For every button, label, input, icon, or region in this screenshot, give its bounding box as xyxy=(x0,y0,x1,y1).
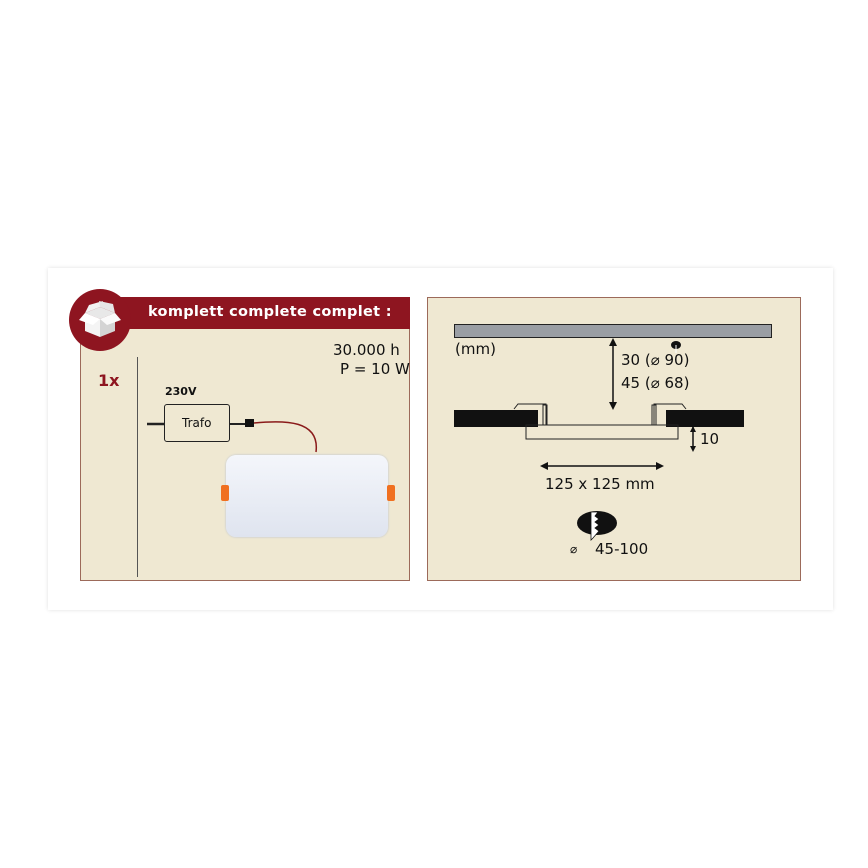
depth-line-1: 30 (⌀ 90) xyxy=(621,351,690,369)
square-led-panel-image xyxy=(226,455,388,537)
banner-text: komplett complete complet : xyxy=(148,304,392,320)
power-label: P = 10 W xyxy=(340,360,410,378)
cutout-range: 45-100 xyxy=(595,540,649,558)
size-label: 125 x 125 mm xyxy=(545,475,655,493)
voltage-label: 230V xyxy=(165,385,197,398)
divider-line xyxy=(137,357,138,577)
ceiling-bar-icon xyxy=(454,324,772,338)
spring-clip-left xyxy=(221,485,229,501)
contents-banner xyxy=(80,297,410,329)
quantity-label: 1x xyxy=(98,371,120,390)
box-badge xyxy=(69,289,131,351)
spring-clip-right xyxy=(387,485,395,501)
transformer-box xyxy=(164,404,230,442)
lifetime-label: 30.000 h xyxy=(333,341,400,359)
saw-cutout-icon xyxy=(577,511,617,541)
transformer-label: Trafo xyxy=(182,416,212,430)
height-label: 10 xyxy=(700,430,720,448)
diameter-symbol: ⌀ xyxy=(570,542,578,556)
depth-line-2: 45 (⌀ 68) xyxy=(621,374,690,392)
unit-label: (mm) xyxy=(455,340,496,358)
open-box-icon xyxy=(79,301,121,337)
